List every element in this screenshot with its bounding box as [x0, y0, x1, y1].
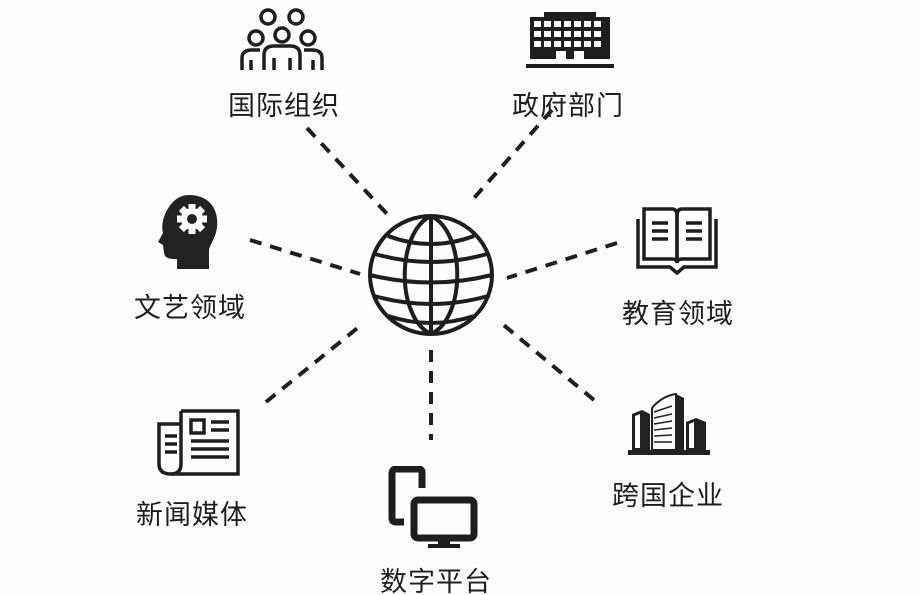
connector-intl-org — [305, 126, 390, 217]
globe-icon — [368, 214, 494, 336]
node-label-government: 政府部门 — [512, 91, 624, 122]
connector-education — [506, 241, 618, 280]
connector-multinational — [498, 320, 596, 402]
phone-monitor-icon — [388, 466, 478, 548]
node-label-digital: 数字平台 — [380, 567, 492, 595]
open-book-icon — [636, 207, 718, 275]
newspaper-icon — [157, 409, 240, 476]
people-group-icon — [240, 8, 324, 70]
head-gear-icon — [158, 195, 218, 269]
skyscrapers-icon — [628, 392, 710, 455]
node-label-multinational: 跨国企业 — [612, 481, 724, 512]
node-label-media: 新闻媒体 — [136, 500, 248, 531]
connector-culture — [249, 238, 361, 276]
node-label-culture: 文艺领域 — [134, 293, 246, 324]
node-label-education: 教育领域 — [622, 299, 734, 330]
connector-government — [472, 108, 554, 200]
government-building-icon — [526, 12, 614, 68]
connector-media — [264, 324, 362, 404]
node-label-intl-org: 国际组织 — [228, 91, 340, 122]
